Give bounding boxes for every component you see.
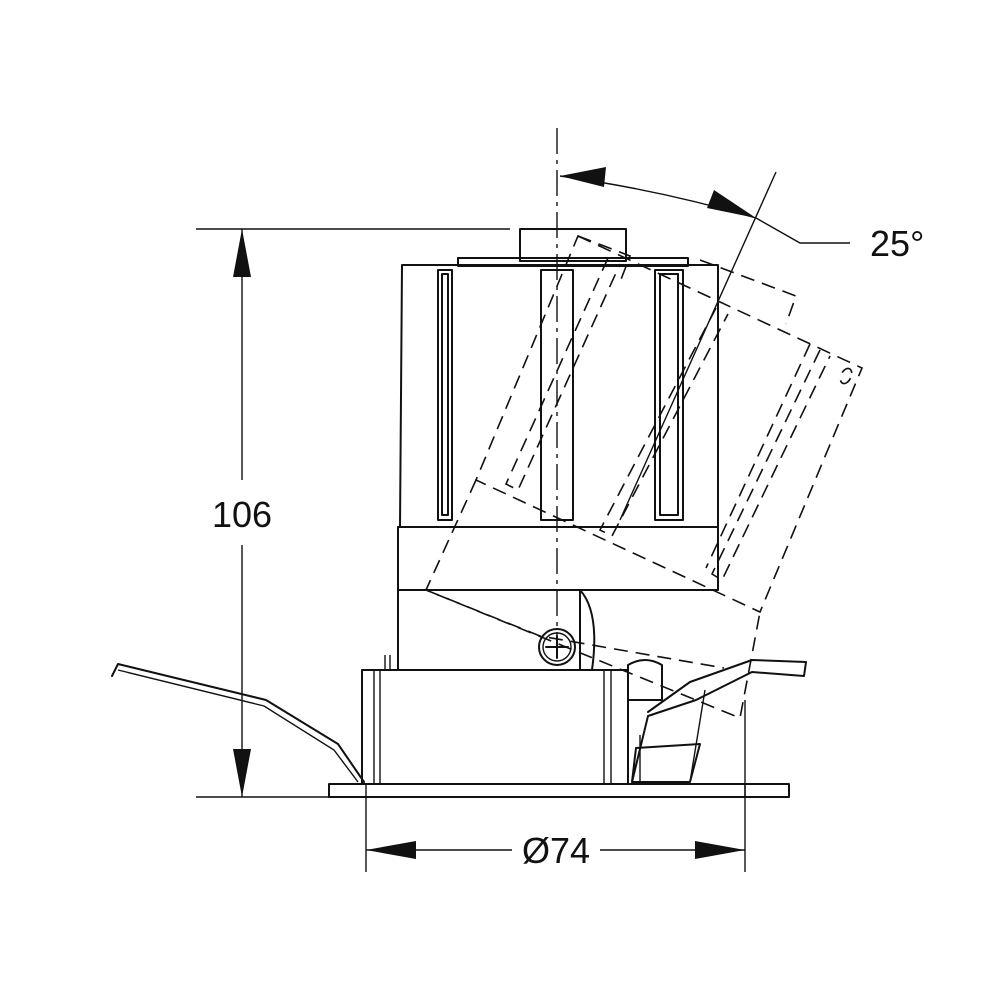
tilted-body-outline bbox=[424, 234, 864, 720]
angle-label: 25° bbox=[870, 223, 924, 264]
angle-arrow-right-icon bbox=[707, 190, 756, 218]
tilted-pin bbox=[839, 367, 853, 385]
tilted-heatsink bbox=[474, 234, 864, 614]
tilted-fin-3-edge bbox=[705, 343, 811, 569]
trim-flange bbox=[328, 783, 790, 798]
fin-3 bbox=[654, 269, 684, 521]
angle-arrow-left-icon bbox=[560, 167, 606, 187]
angle-dimension: 25° bbox=[556, 128, 924, 640]
lower-housing bbox=[361, 655, 629, 785]
height-label: 106 bbox=[212, 494, 272, 535]
tilted-cap-2 bbox=[699, 259, 798, 325]
flange-plate bbox=[328, 783, 790, 798]
tilted-fin-1 bbox=[504, 257, 621, 492]
arrow-right-icon bbox=[695, 841, 745, 859]
arrow-up-icon bbox=[233, 229, 251, 277]
latch-block bbox=[627, 659, 663, 701]
tilted-cap bbox=[577, 235, 632, 283]
angle-leader bbox=[755, 217, 850, 244]
screw-head-icon bbox=[538, 628, 576, 666]
fin-2 bbox=[540, 269, 574, 521]
spring-clip-inner bbox=[117, 669, 359, 783]
collar-band bbox=[397, 526, 719, 591]
latch-foot bbox=[631, 743, 701, 783]
top-cap bbox=[519, 228, 627, 262]
arrow-left-icon bbox=[366, 841, 416, 859]
latch-lever bbox=[631, 659, 807, 783]
fin-1 bbox=[437, 269, 453, 521]
tilted-centerline bbox=[619, 171, 777, 521]
screw-rim bbox=[542, 632, 572, 662]
bracket-curve bbox=[579, 589, 596, 671]
tilted-fin-3 bbox=[710, 349, 831, 582]
arrow-down-icon bbox=[233, 749, 251, 797]
neck bbox=[397, 589, 581, 671]
height-dimension: 106 bbox=[196, 228, 510, 798]
upper-body bbox=[397, 228, 719, 671]
spring-clip bbox=[111, 663, 365, 783]
latch-edge-2 bbox=[689, 689, 706, 783]
spring-clip-outer bbox=[111, 663, 365, 783]
diameter-label: Ø74 bbox=[522, 830, 590, 871]
tilted-collar bbox=[424, 479, 761, 720]
tilt-latch bbox=[627, 659, 807, 783]
fin-1-inner bbox=[441, 273, 449, 516]
tilted-neck bbox=[425, 589, 725, 669]
fin-3-inner bbox=[659, 273, 679, 516]
diameter-dimension: Ø74 bbox=[365, 700, 746, 872]
housing-box bbox=[361, 669, 629, 785]
